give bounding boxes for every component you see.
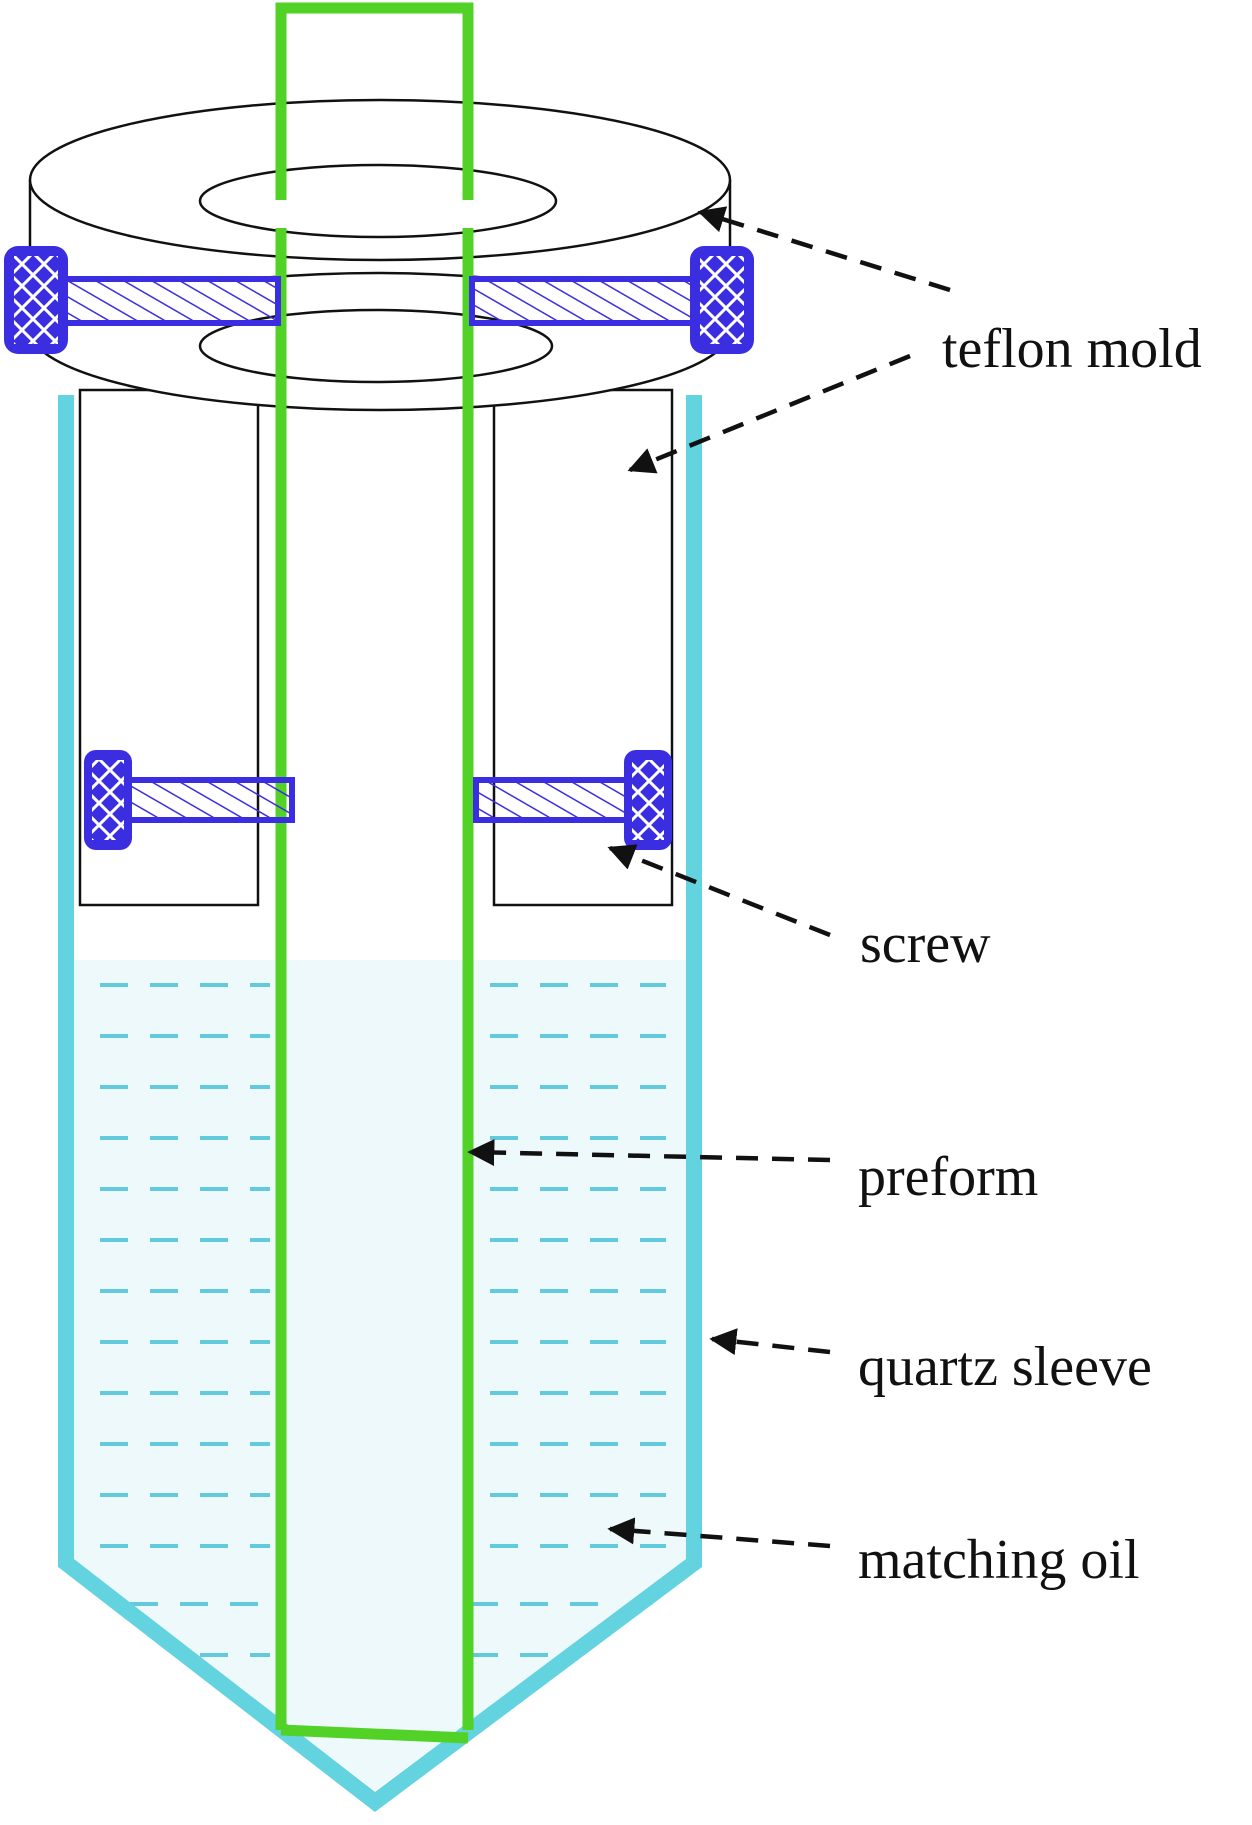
leader-arrows xyxy=(467,206,951,1549)
label-screw: screw xyxy=(860,913,991,975)
arrow-quartz-sleeve xyxy=(709,1328,831,1356)
oil-fill xyxy=(66,960,694,1790)
screw-shaft xyxy=(469,276,701,326)
screw-shaft xyxy=(57,276,281,326)
arrow-preform xyxy=(467,1139,831,1167)
preform-bottom xyxy=(280,1724,469,1744)
screw-head-knurl xyxy=(14,256,58,344)
matching-oil xyxy=(66,960,694,1790)
ring-top-hole xyxy=(198,163,558,239)
screw-shaft xyxy=(119,777,295,823)
screw-mid-right xyxy=(473,750,672,850)
screw-top-left xyxy=(4,246,281,354)
label-preform: preform xyxy=(858,1146,1038,1208)
arrow-teflon-mold-block xyxy=(627,353,911,474)
screw-shaft xyxy=(473,777,639,823)
quartz-sleeve xyxy=(58,395,702,1813)
arrow-matching-oil xyxy=(607,1517,831,1549)
oil-dash-lines xyxy=(100,983,666,1657)
teflon-mold-top-ring xyxy=(28,98,732,412)
ring-inner-band xyxy=(259,271,491,280)
screw-head-knurl xyxy=(92,760,124,840)
label-matching-oil: matching oil xyxy=(858,1529,1140,1591)
screw-head-knurl xyxy=(632,760,664,840)
screw-top-right xyxy=(469,246,754,354)
arrow-screw xyxy=(607,844,831,938)
label-quartz-sleeve: quartz sleeve xyxy=(858,1336,1152,1398)
teflon-mold-lower-block xyxy=(78,388,674,907)
preform xyxy=(275,2,474,1744)
screw-head-knurl xyxy=(700,256,744,344)
arrow-teflon-mold-top xyxy=(697,206,951,293)
screw-mid-left xyxy=(84,750,295,850)
preform-top xyxy=(275,2,474,200)
label-teflon-mold: teflon mold xyxy=(942,318,1202,380)
